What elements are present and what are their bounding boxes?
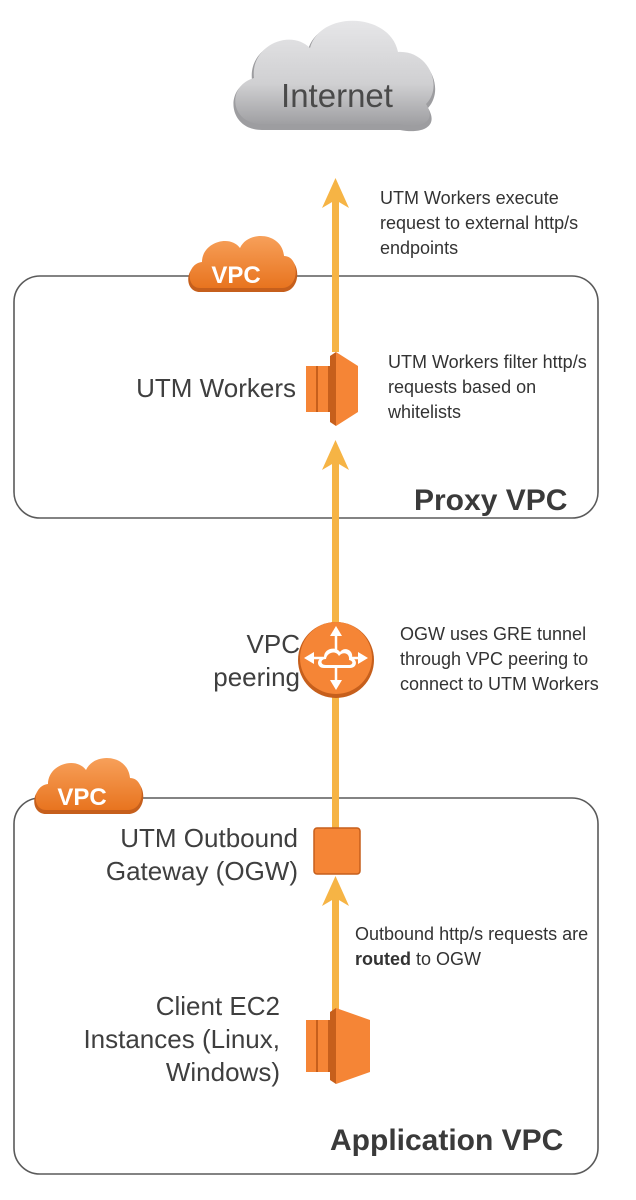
- vpc-peering-label-line1: VPC: [246, 629, 300, 659]
- internet-cloud-icon: [233, 20, 436, 132]
- proxy-vpc-badge-icon: [188, 236, 298, 292]
- internet-label: Internet: [281, 77, 393, 114]
- arrow-head-internet: [322, 178, 349, 208]
- vpc-peering-label-line2: peering: [213, 662, 300, 692]
- client-ec2-label-line3: Windows): [165, 1057, 280, 1087]
- utm-workers-label: UTM Workers: [136, 373, 296, 403]
- proxy-vpc-badge-text: VPC: [211, 262, 260, 289]
- ogw-instance-icon: [313, 827, 361, 875]
- client-ec2-icon: [306, 1008, 370, 1084]
- routed-note-suffix: to OGW: [411, 949, 482, 969]
- routed-note-prefix: Outbound http/s requests are: [355, 924, 589, 944]
- vpc-peering-icon: [298, 622, 374, 698]
- client-ec2-label: Client EC2 Instances (Linux, Windows): [40, 990, 280, 1089]
- client-ec2-label-line1: Client EC2: [155, 991, 280, 1021]
- application-vpc-badge-text: VPC: [57, 784, 106, 811]
- vpc-peering-label: VPC peering: [160, 628, 300, 694]
- arrow-head-ogw: [322, 876, 349, 906]
- routed-note-bold: routed: [355, 949, 411, 969]
- workers-filter-note: UTM Workers filter http/s requests based…: [388, 352, 587, 422]
- ogw-label-line2: Gateway (OGW): [105, 856, 298, 886]
- application-vpc-title: Application VPC: [330, 1124, 564, 1157]
- client-ec2-label-line2: Instances (Linux,: [83, 1024, 280, 1054]
- application-vpc-badge-icon: [34, 758, 144, 814]
- proxy-vpc-box: [13, 275, 599, 519]
- application-vpc-box: [13, 797, 599, 1175]
- ogw-label: UTM Outbound Gateway (OGW): [40, 822, 298, 888]
- utm-workers-ec2-icon: [306, 352, 358, 426]
- flow-arrows: [322, 178, 349, 1014]
- routed-note: Outbound http/s requests are routed to O…: [355, 922, 595, 972]
- ogw-label-line1: UTM Outbound: [120, 823, 298, 853]
- arrow-head-workers: [322, 440, 349, 470]
- peering-note: OGW uses GRE tunnel through VPC peering …: [400, 624, 599, 694]
- proxy-vpc-title: Proxy VPC: [414, 484, 568, 517]
- egress-note: UTM Workers execute request to external …: [380, 188, 579, 258]
